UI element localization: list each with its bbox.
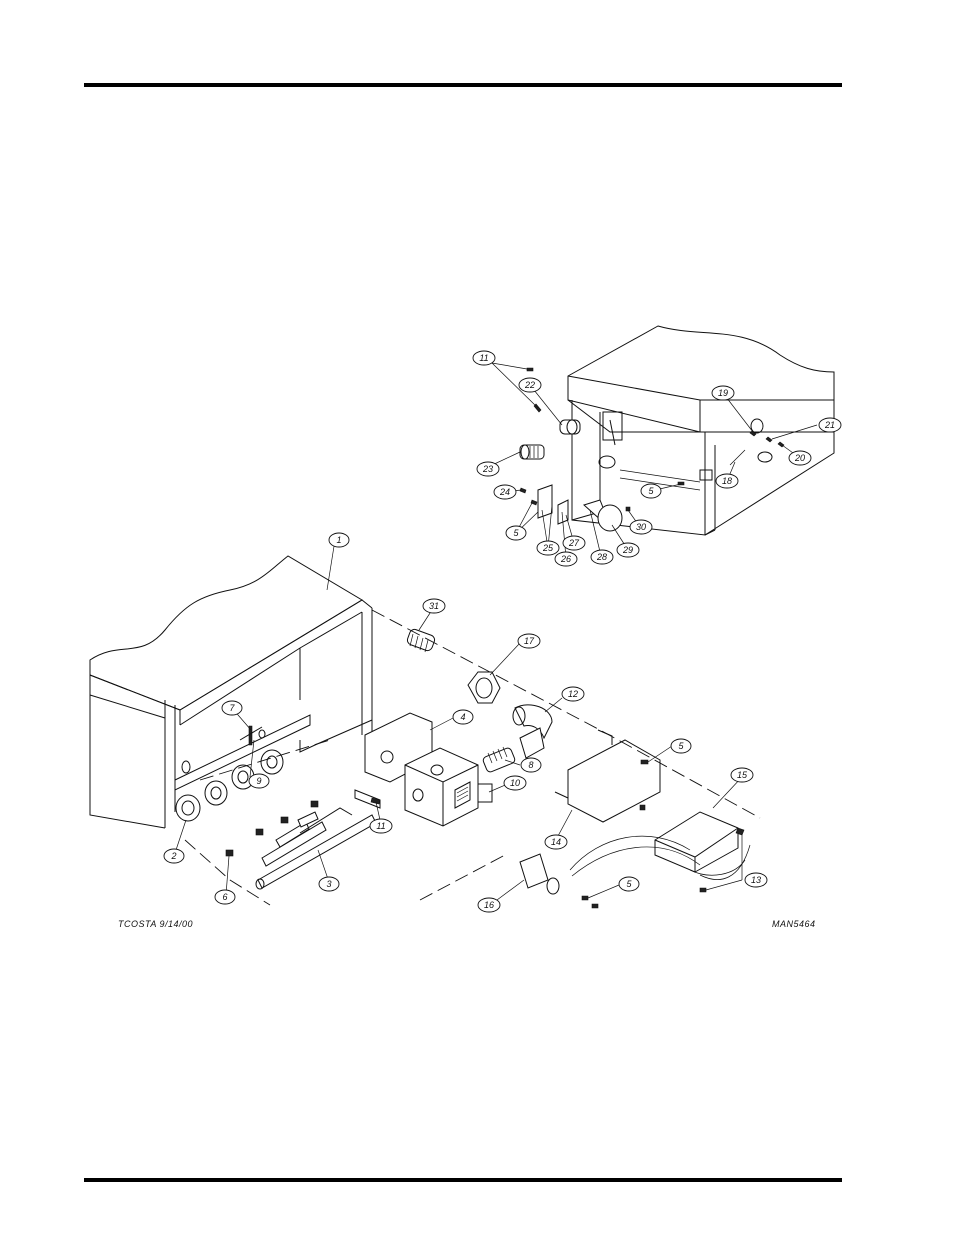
callout-16: 16: [478, 898, 500, 912]
svg-text:27: 27: [568, 538, 580, 548]
svg-text:11: 11: [376, 821, 385, 831]
callout-28: 28: [591, 550, 613, 564]
main-view-gas-assembly: [90, 540, 760, 908]
callout-11-main: 11: [370, 819, 392, 833]
callout-21: 21: [819, 418, 841, 432]
callout-25: 25: [537, 541, 559, 555]
callout-8: 8: [521, 758, 541, 772]
svg-text:21: 21: [824, 420, 835, 430]
callout-27: 27: [563, 536, 585, 550]
callout-22: 22: [519, 378, 541, 392]
callout-17: 17: [518, 634, 540, 648]
svg-text:14: 14: [551, 837, 561, 847]
svg-text:8: 8: [528, 760, 533, 770]
callout-3: 3: [319, 877, 339, 891]
svg-text:30: 30: [636, 522, 646, 532]
callout-11-detail: 11: [473, 351, 495, 365]
svg-text:13: 13: [751, 875, 761, 885]
svg-text:4: 4: [460, 712, 465, 722]
svg-text:26: 26: [560, 554, 571, 564]
svg-text:10: 10: [510, 778, 520, 788]
callout-30: 30: [630, 520, 652, 534]
svg-text:24: 24: [499, 487, 510, 497]
svg-text:6: 6: [222, 892, 227, 902]
callout-5-detail-left: 5: [506, 526, 526, 540]
svg-text:11: 11: [479, 353, 488, 363]
callout-18: 18: [716, 474, 738, 488]
detail-view-burner-box: [488, 326, 834, 558]
callout-15: 15: [731, 768, 753, 782]
svg-text:15: 15: [737, 770, 748, 780]
callout-14: 14: [545, 835, 567, 849]
svg-text:23: 23: [482, 464, 493, 474]
callout-29: 29: [617, 543, 639, 557]
svg-text:12: 12: [568, 689, 578, 699]
svg-text:16: 16: [484, 900, 494, 910]
svg-text:20: 20: [794, 453, 805, 463]
svg-text:29: 29: [622, 545, 633, 555]
svg-text:3: 3: [326, 879, 331, 889]
callout-4: 4: [453, 710, 473, 724]
svg-text:18: 18: [722, 476, 732, 486]
callout-9: 9: [249, 774, 269, 788]
svg-text:1: 1: [336, 535, 341, 545]
callout-1: 1: [329, 533, 349, 547]
callout-10: 10: [504, 776, 526, 790]
callout-31: 31: [423, 599, 445, 613]
callout-13: 13: [745, 873, 767, 887]
callout-5-detail-rail: 5: [641, 484, 661, 498]
callout-24: 24: [494, 485, 516, 499]
svg-text:25: 25: [542, 543, 554, 553]
callout-7: 7: [222, 701, 242, 715]
drawing-number: MAN5464: [772, 919, 816, 929]
svg-text:22: 22: [524, 380, 535, 390]
callout-20: 20: [789, 451, 811, 465]
svg-text:17: 17: [524, 636, 535, 646]
callout-2: 2: [164, 849, 184, 863]
svg-text:9: 9: [256, 776, 261, 786]
callout-12: 12: [562, 687, 584, 701]
callout-23: 23: [477, 462, 499, 476]
callout-26: 26: [555, 552, 577, 566]
svg-text:19: 19: [718, 388, 728, 398]
svg-text:31: 31: [429, 601, 439, 611]
svg-text:2: 2: [170, 851, 176, 861]
callout-6: 6: [215, 890, 235, 904]
callout-5-igniter: 5: [619, 877, 639, 891]
callout-19: 19: [712, 386, 734, 400]
svg-text:28: 28: [596, 552, 607, 562]
callout-5-bracket: 5: [671, 739, 691, 753]
drafter-credit: TCOSTA 9/14/00: [118, 919, 193, 929]
